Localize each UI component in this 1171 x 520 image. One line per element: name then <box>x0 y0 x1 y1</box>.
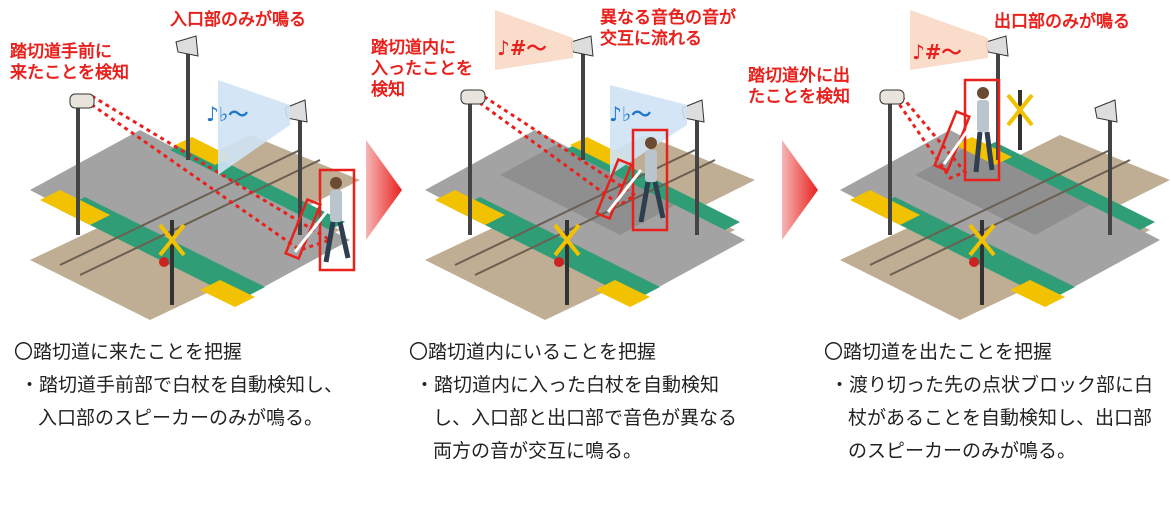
tactile-block <box>1010 280 1065 307</box>
panel-body: ・踏切道内に入った白杖を自動検知し、入口部と出口部で音色が異なる両方の音が交互に… <box>415 374 738 462</box>
crossing-scene-2 <box>425 10 755 320</box>
tactile-block <box>200 280 255 307</box>
panel-body: ・踏切道手前部で白杖を自動検知し、入口部のスピーカーのみが鳴る。 <box>20 374 344 429</box>
next-arrow-icon <box>782 140 818 240</box>
rail-bed-right <box>990 135 1170 215</box>
speaker-icon <box>175 35 199 57</box>
guide-strip-green <box>60 197 265 300</box>
sound-wave-orange <box>910 10 988 70</box>
panel-body: ・渡り切った先の点状ブロック部に白杖があることを自動検知し、出口部のスピーカーの… <box>830 374 1154 462</box>
panel-description: 〇踏切道を出たことを把握 ・渡り切った先の点状ブロック部に白杖があることを自動検… <box>810 336 1171 468</box>
cane-highlight <box>595 157 633 221</box>
speaker-icon <box>570 35 594 57</box>
panel-heading: 〇踏切道内にいることを把握 <box>409 341 657 363</box>
white-cane-icon <box>942 119 977 165</box>
speaker-label: 出口部のみが鳴る <box>994 12 1130 32</box>
speaker-label: 異なる音色の音が 交互に流れる <box>600 8 736 49</box>
detect-label: 踏切道外に出 たことを検知 <box>748 66 850 107</box>
sound-wave-blue <box>218 80 290 175</box>
speaker-icon <box>985 35 1009 57</box>
music-note-icon: ♪#〜 <box>912 40 962 64</box>
tactile-block <box>40 190 110 225</box>
pedestrian-icon <box>323 177 351 263</box>
crossing-zone <box>915 145 1090 235</box>
tactile-block <box>595 280 650 307</box>
white-cane-icon <box>293 209 330 253</box>
speaker-label: 入口部のみが鳴る <box>170 10 306 30</box>
detection-beam <box>470 89 638 207</box>
panel-heading: 〇踏切道を出たことを把握 <box>824 341 1053 363</box>
crossing-scene-3 <box>840 10 1170 320</box>
detect-label: 踏切道内に 入ったことを 検知 <box>371 38 473 100</box>
signal-light-icon <box>969 257 979 267</box>
white-cane-icon <box>606 169 643 213</box>
sensor-camera-icon <box>879 89 905 105</box>
panel-description: 〇踏切道に来たことを把握 ・踏切道手前部で白杖を自動検知し、入口部のスピーカーの… <box>0 336 370 435</box>
panel-approach: 踏切道手前に 来たことを検知 入口部のみが鳴る ♪♭〜 〇踏切道に来たことを把握… <box>0 0 370 520</box>
signal-light-icon <box>159 257 169 267</box>
guide-strip-green <box>455 197 660 300</box>
panel-description: 〇踏切道内にいることを把握 ・踏切道内に入った白杖を自動検知し、入口部と出口部で… <box>395 336 765 468</box>
crossing-zone <box>500 145 675 235</box>
panel-inside: 踏切道内に 入ったことを 検知 異なる音色の音が 交互に流れる ♪#〜 ♪♭〜 … <box>371 0 765 520</box>
music-note-icon: ♪♭〜 <box>206 102 249 126</box>
guide-strip-green <box>870 197 1075 300</box>
signal-light-icon <box>554 257 564 267</box>
sensor-camera-icon <box>460 89 486 105</box>
crossing-scene-1 <box>30 35 360 320</box>
music-note-icon: ♪#〜 <box>497 36 547 60</box>
pedestrian-icon <box>973 87 995 173</box>
music-note-icon: ♪♭〜 <box>609 102 652 126</box>
panel-heading: 〇踏切道に来たことを把握 <box>14 341 243 363</box>
speaker-icon <box>1094 99 1118 123</box>
sound-wave-orange <box>495 10 573 70</box>
pedestrian-icon <box>638 137 666 223</box>
panel-exit: 踏切道外に出 たことを検知 出口部のみが鳴る ♪#〜 〇踏切道を出たことを把握 … <box>748 0 1171 520</box>
sensor-camera-icon <box>69 93 95 109</box>
tactile-block <box>850 190 920 225</box>
road-surface <box>30 130 350 300</box>
next-arrow-icon <box>366 140 402 240</box>
detect-label: 踏切道手前に 来たことを検知 <box>10 42 129 83</box>
